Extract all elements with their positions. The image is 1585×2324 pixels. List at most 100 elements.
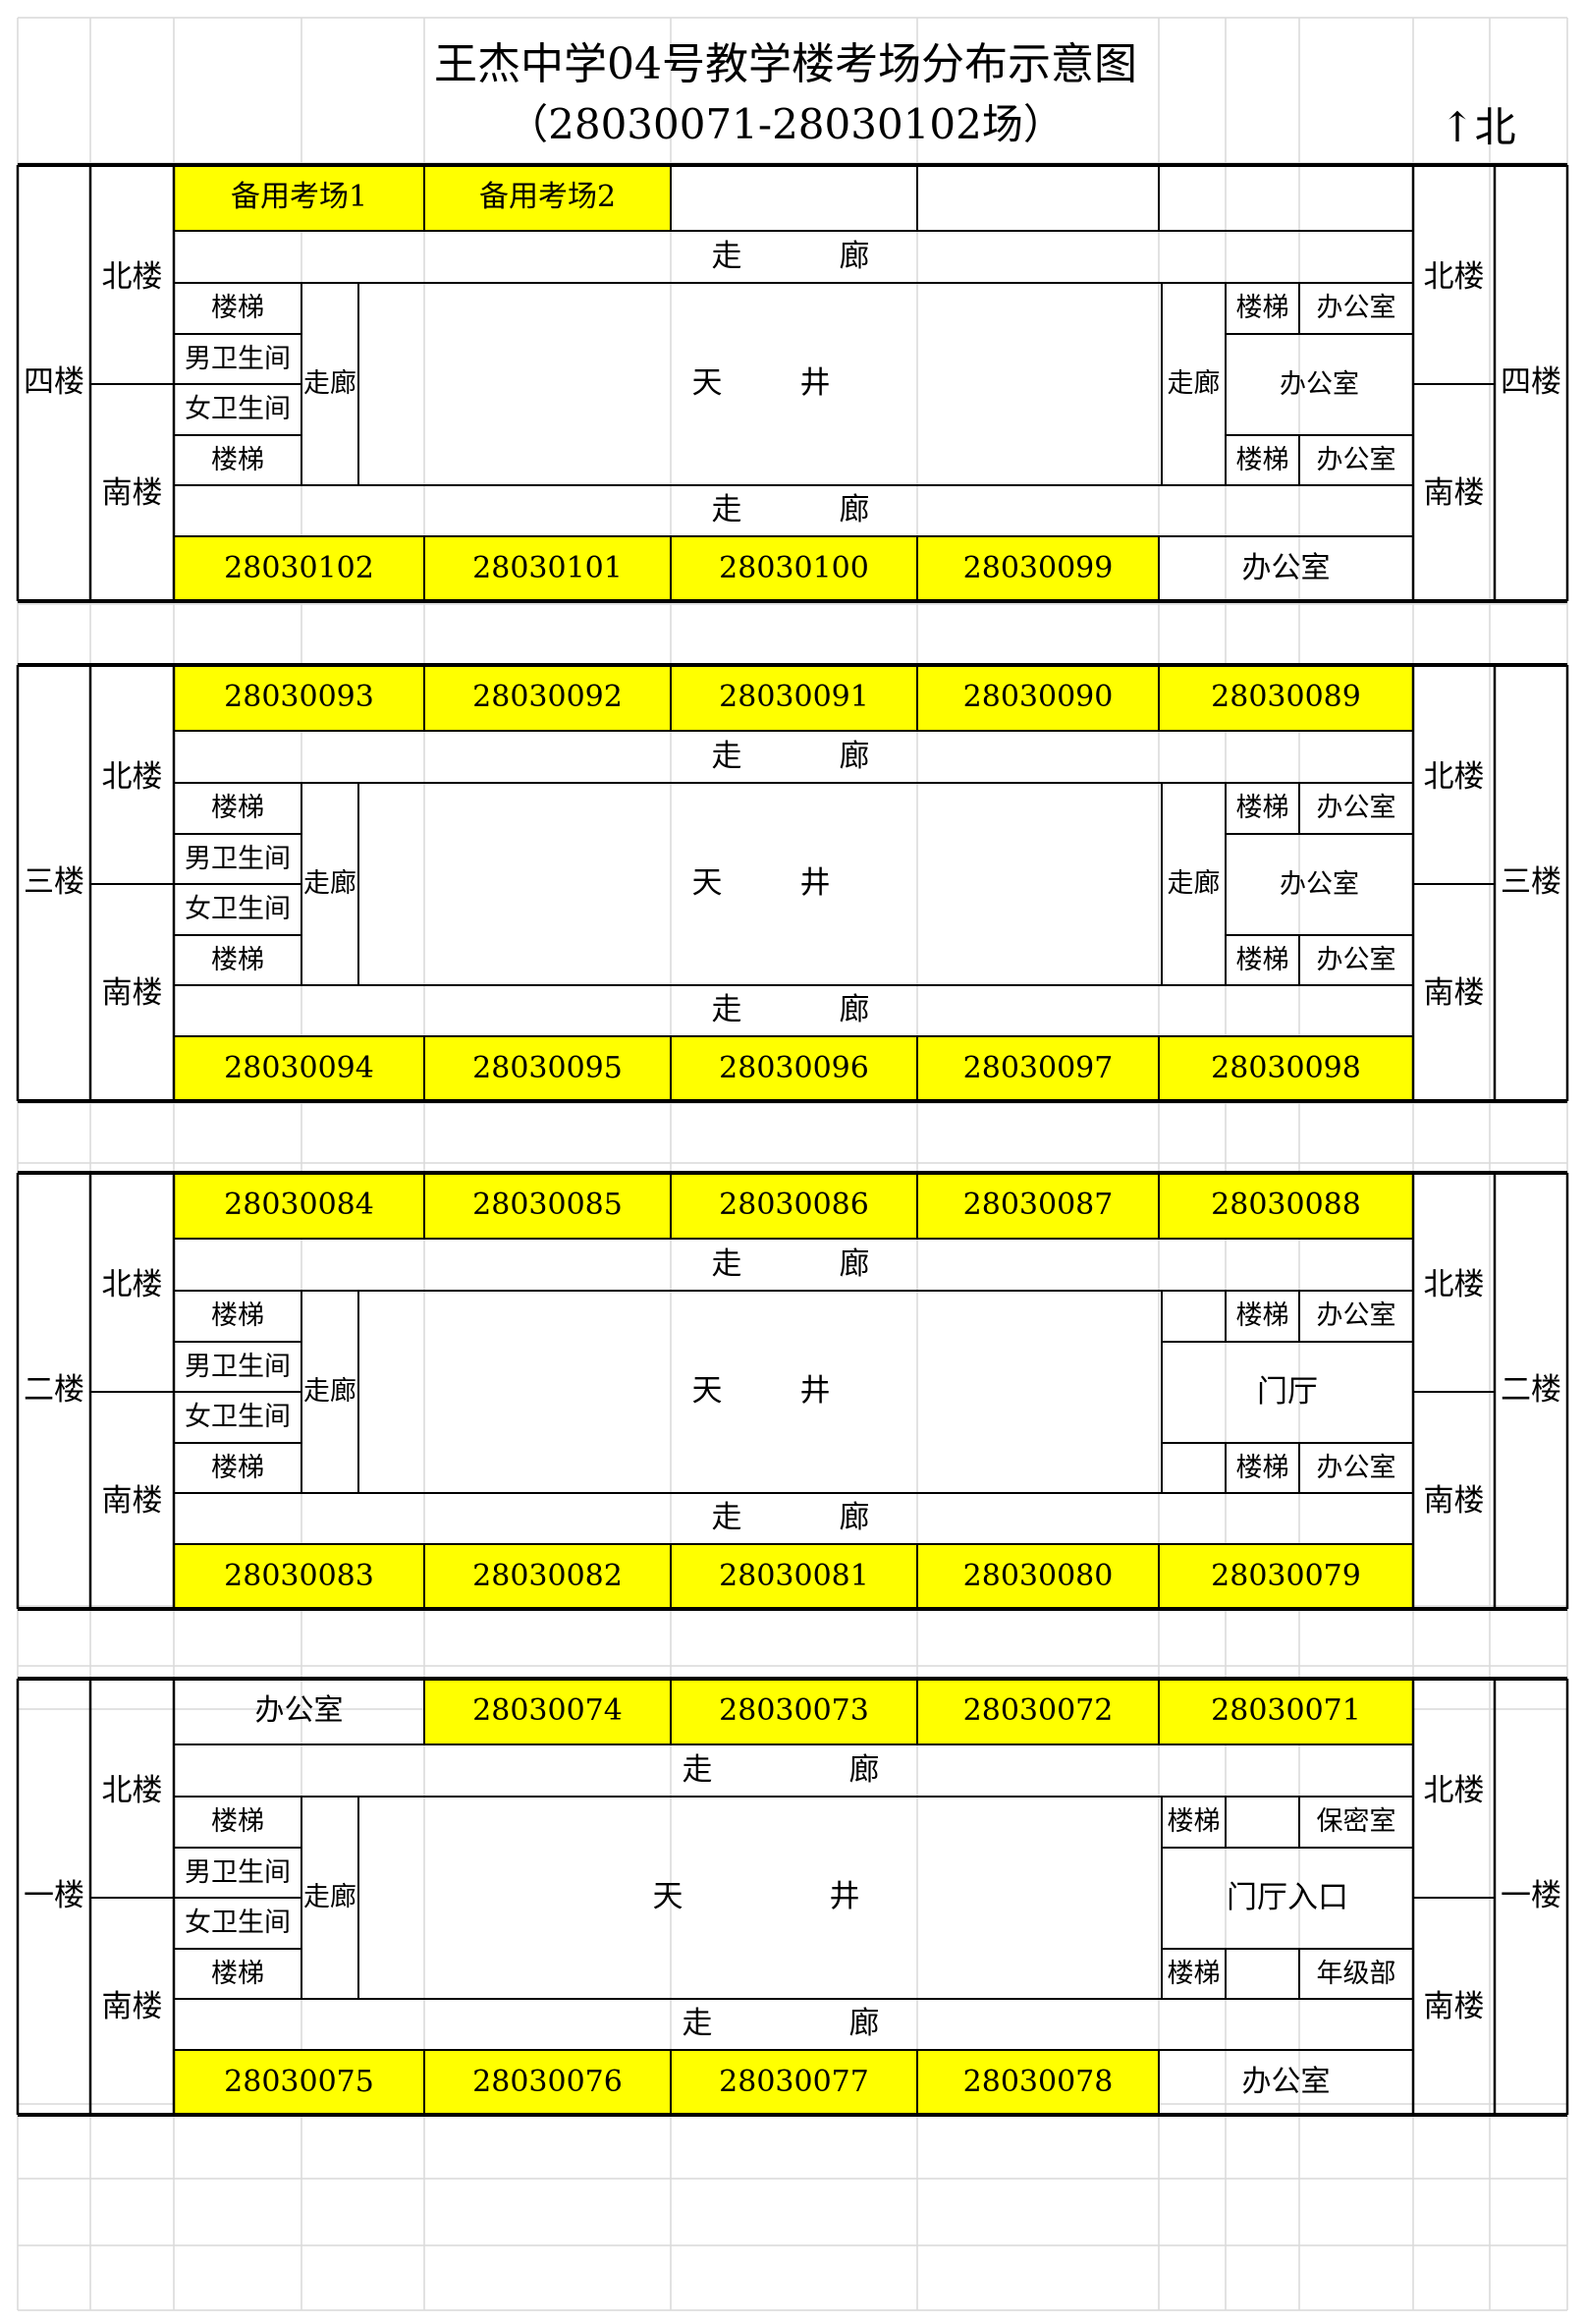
stairs-north: 楼梯 [211, 793, 264, 824]
stairs-north: 楼梯 [211, 293, 264, 324]
side-corridor-left: 走廊 [303, 368, 356, 400]
north-wing-label-left: 北楼 [101, 1773, 163, 1809]
south-wing-label-right: 南楼 [1423, 1483, 1485, 1520]
south-room: 28030081 [719, 1558, 869, 1593]
stairs-right-south: 楼梯 [1235, 444, 1289, 475]
corridor-north-left: 走 [711, 238, 742, 274]
south-wing-label-right: 南楼 [1423, 975, 1485, 1012]
south-room: 28030080 [962, 1558, 1114, 1593]
page-title: 王杰中学04号教学楼考场分布示意图 [434, 38, 1137, 89]
corridor-south-right: 廊 [848, 2006, 880, 2042]
north-room: 28030092 [472, 680, 623, 715]
right-top-a [1162, 1291, 1226, 1342]
corridor-south-right: 廊 [839, 1500, 870, 1536]
north-room: 备用考场1 [230, 180, 368, 215]
lobby: 门厅 [1257, 1373, 1318, 1410]
north-wing-label-right: 北楼 [1423, 759, 1485, 796]
right-bottom-a [1162, 1443, 1226, 1493]
north-room [917, 165, 1159, 231]
south-room: 办公室 [1241, 2064, 1331, 2099]
south-wing-label-right: 南楼 [1423, 1989, 1485, 2025]
south-wing-label-left: 南楼 [101, 1483, 163, 1520]
corridor-north-right: 廊 [839, 238, 870, 274]
floor-label-right: 二楼 [1501, 1372, 1561, 1409]
courtyard-left: 天 [691, 365, 723, 402]
corridor-south-right: 廊 [839, 492, 870, 528]
floor-label-left: 四楼 [24, 364, 84, 401]
north-wing-label-right: 北楼 [1423, 1267, 1485, 1303]
north-room: 28030087 [962, 1188, 1114, 1223]
floor-label-left: 三楼 [24, 864, 84, 901]
south-wing-label-right: 南楼 [1423, 475, 1485, 512]
north-room: 28030089 [1211, 680, 1361, 715]
corridor-north-left: 走 [711, 738, 742, 774]
south-room: 28030100 [719, 550, 869, 585]
courtyard-left: 天 [691, 865, 723, 902]
south-room: 28030094 [224, 1050, 374, 1085]
courtyard-left: 天 [691, 1373, 723, 1410]
south-room: 28030101 [472, 550, 623, 585]
stairs-south: 楼梯 [211, 1452, 264, 1483]
north-wing-label-right: 北楼 [1423, 259, 1485, 296]
stairs-right-south: 楼梯 [1235, 944, 1289, 975]
north-room: 28030093 [224, 680, 374, 715]
corridor-south-left: 走 [682, 2006, 713, 2042]
south-room: 28030099 [962, 550, 1114, 585]
north-indicator: ↑北 [1440, 102, 1516, 151]
side-corridor-right: 走廊 [1167, 368, 1221, 400]
stairs-right-north: 楼梯 [1235, 293, 1289, 324]
north-room: 办公室 [254, 1693, 344, 1729]
south-room: 28030102 [224, 550, 374, 585]
south-room: 28030077 [719, 2064, 869, 2099]
male-restroom: 男卫生间 [185, 1856, 291, 1888]
corridor-south-left: 走 [711, 992, 742, 1028]
office-right-south: 办公室 [1316, 944, 1396, 975]
right-bottom-b: 楼梯 [1235, 1452, 1289, 1483]
north-room: 28030073 [719, 1693, 869, 1729]
south-wing-label-left: 南楼 [101, 1989, 163, 2025]
corridor-south-left: 走 [711, 492, 742, 528]
office-right-north: 办公室 [1316, 793, 1396, 824]
right-top-c: 办公室 [1316, 1300, 1396, 1332]
stairs-north: 楼梯 [211, 1806, 264, 1838]
floor-label-left: 二楼 [24, 1372, 84, 1409]
right-top-c: 保密室 [1316, 1806, 1396, 1838]
north-room: 28030074 [472, 1693, 623, 1729]
north-room: 28030071 [1211, 1693, 1361, 1729]
north-room: 28030090 [962, 680, 1114, 715]
north-wing-label-right: 北楼 [1423, 1773, 1485, 1809]
right-top-a: 楼梯 [1167, 1806, 1221, 1838]
side-corridor-left: 走廊 [303, 1882, 356, 1913]
north-room: 28030072 [962, 1693, 1114, 1729]
right-bottom-b [1226, 1949, 1299, 1999]
right-bottom-a: 楼梯 [1167, 1958, 1221, 1989]
office-right-north: 办公室 [1316, 293, 1396, 324]
south-room: 28030075 [224, 2064, 374, 2099]
office-right-south: 办公室 [1316, 444, 1396, 475]
north-room [1159, 165, 1413, 231]
corridor-south-left: 走 [711, 1500, 742, 1536]
right-top-b: 楼梯 [1235, 1300, 1289, 1332]
north-room: 28030091 [719, 680, 869, 715]
north-wing-label-left: 北楼 [101, 1267, 163, 1303]
male-restroom: 男卫生间 [185, 843, 291, 874]
side-corridor-left: 走廊 [303, 1376, 356, 1408]
right-bottom-c: 办公室 [1316, 1452, 1396, 1483]
right-bottom-c: 年级部 [1316, 1958, 1396, 1989]
south-wing-label-left: 南楼 [101, 975, 163, 1012]
corridor-north-right: 廊 [839, 738, 870, 774]
floor-label-right: 四楼 [1501, 364, 1561, 401]
corridor-north-right: 廊 [839, 1245, 870, 1282]
corridor-north-left: 走 [682, 1751, 713, 1788]
stairs-right-north: 楼梯 [1235, 793, 1289, 824]
south-room: 28030095 [472, 1050, 623, 1085]
south-room: 28030078 [962, 2064, 1114, 2099]
stairs-north: 楼梯 [211, 1300, 264, 1332]
south-room: 28030098 [1211, 1050, 1361, 1085]
female-restroom: 女卫生间 [185, 894, 291, 925]
north-wing-label-left: 北楼 [101, 259, 163, 296]
floor-label-right: 一楼 [1501, 1878, 1561, 1914]
female-restroom: 女卫生间 [185, 1402, 291, 1433]
lobby: 门厅入口 [1227, 1879, 1348, 1915]
exam-range: （28030071-28030102场） [507, 99, 1065, 148]
